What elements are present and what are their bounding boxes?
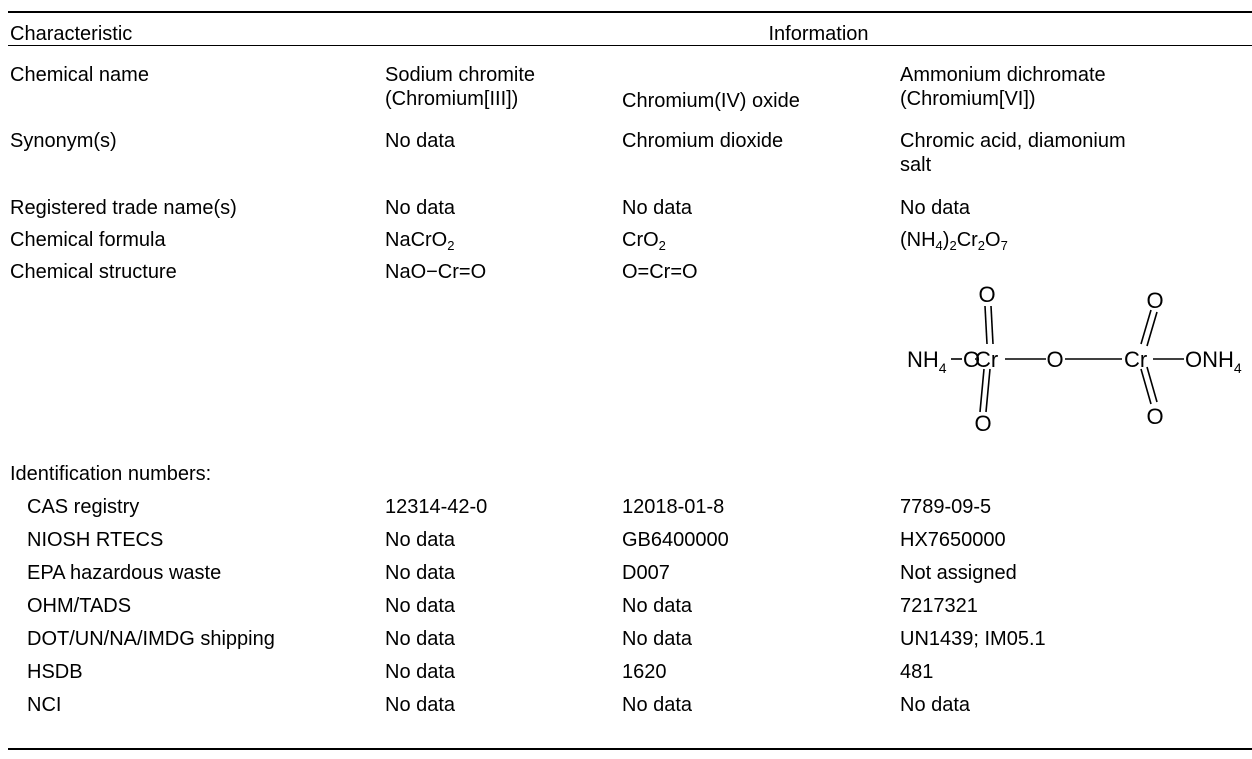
struct-atom-o-left: O [963,347,980,372]
bond-cr-o-topright-b [1146,311,1158,347]
id-niosh-c3: HX7650000 [900,529,1006,551]
chemical-name-c2: Chromium(IV) oxide [622,90,800,112]
id-hsdb-c1: No data [385,661,456,683]
id-label-niosh: NIOSH RTECS [27,529,164,551]
struct-atom-o-bottom-right: O [1146,404,1163,429]
header-rule [8,45,1252,46]
struct-atom-o-bridge: O [1046,347,1063,372]
bond-cr-o-topright-a [1140,309,1152,345]
struct-atom-o-top-left: O [978,282,995,307]
trade-names-c3: No data [900,197,971,219]
trade-names-c2: No data [622,197,693,219]
id-cas-c1: 12314-42-0 [385,496,488,518]
struct-atom-cr-right: Cr [1124,347,1147,372]
table-top-rule [8,11,1252,13]
header-characteristic: Characteristic [10,23,133,45]
row-label-structure: Chemical structure [10,261,177,283]
id-niosh-c2: GB6400000 [622,529,729,551]
bond-cr-o-bottomright-a [1140,368,1152,405]
chemical-name-c1-line2: (Chromium[III]) [385,88,519,110]
table-bottom-rule [8,748,1252,750]
id-niosh-c1: No data [385,529,456,551]
synonyms-c3-line2: salt [900,154,932,176]
row-label-formula: Chemical formula [10,229,166,251]
id-label-hsdb: HSDB [27,661,83,683]
id-label-nci: NCI [27,694,62,716]
formula-c2: CrO2 [622,229,666,253]
bond-cr-o-top-b [990,305,994,345]
trade-names-c1: No data [385,197,456,219]
id-label-cas: CAS registry [27,496,140,518]
synonyms-c1: No data [385,130,456,152]
id-nci-c3: No data [900,694,971,716]
row-label-synonyms: Synonym(s) [10,130,117,152]
synonyms-c2: Chromium dioxide [622,130,784,152]
bond-cr-o-bottomright-b [1146,366,1158,403]
row-label-identification: Identification numbers: [10,463,212,485]
struct-bonds [951,305,1184,413]
id-dot-c1: No data [385,628,456,650]
id-label-ohm: OHM/TADS [27,595,132,617]
struct-onh4-right: ONH4 [1185,347,1242,376]
struct-atom-o-top-right: O [1146,288,1163,313]
formula-c1: NaCrO2 [385,229,455,253]
id-hsdb-c3: 481 [900,661,934,683]
id-dot-c3: UN1439; IM05.1 [900,628,1046,650]
synonyms-c3-line1: Chromic acid, diamonium [900,130,1126,152]
chemical-name-c1-line1: Sodium chromite [385,64,536,86]
ammonium-dichromate-structure: O O NH4 O Cr O Cr ONH4 O O [907,282,1242,436]
id-dot-c2: No data [622,628,693,650]
row-label-trade-names: Registered trade name(s) [10,197,237,219]
bond-cr-o-top-a [984,305,988,345]
struct-atom-o-bottom-left: O [974,411,991,436]
id-ohm-c2: No data [622,595,693,617]
id-hsdb-c2: 1620 [622,661,667,683]
id-cas-c3: 7789-09-5 [900,496,992,518]
id-label-dot: DOT/UN/NA/IMDG shipping [27,628,275,650]
id-nci-c2: No data [622,694,693,716]
id-epa-c1: No data [385,562,456,584]
structure-c2: O=Cr=O [622,261,698,283]
chemical-name-c3-line2: (Chromium[VI]) [900,88,1036,110]
id-ohm-c1: No data [385,595,456,617]
bond-cr-o-bottom-b [985,368,991,413]
id-epa-c3: Not assigned [900,562,1017,584]
struct-atom-cr-left: Cr [975,347,998,372]
id-epa-c2: D007 [622,562,670,584]
struct-nh4-left: NH4 [907,347,947,376]
row-label-chemical-name: Chemical name [10,64,149,86]
id-nci-c1: No data [385,694,456,716]
chemical-name-c3-line1: Ammonium dichromate [900,64,1106,86]
formula-c3: (NH4)2Cr2O7 [900,229,1008,253]
id-cas-c2: 12018-01-8 [622,496,725,518]
id-label-epa: EPA hazardous waste [27,562,222,584]
bond-cr-o-bottom-a [979,368,985,413]
id-ohm-c3: 7217321 [900,595,978,617]
structure-c1: NaO−Cr=O [385,261,487,283]
header-information: Information [768,23,869,45]
